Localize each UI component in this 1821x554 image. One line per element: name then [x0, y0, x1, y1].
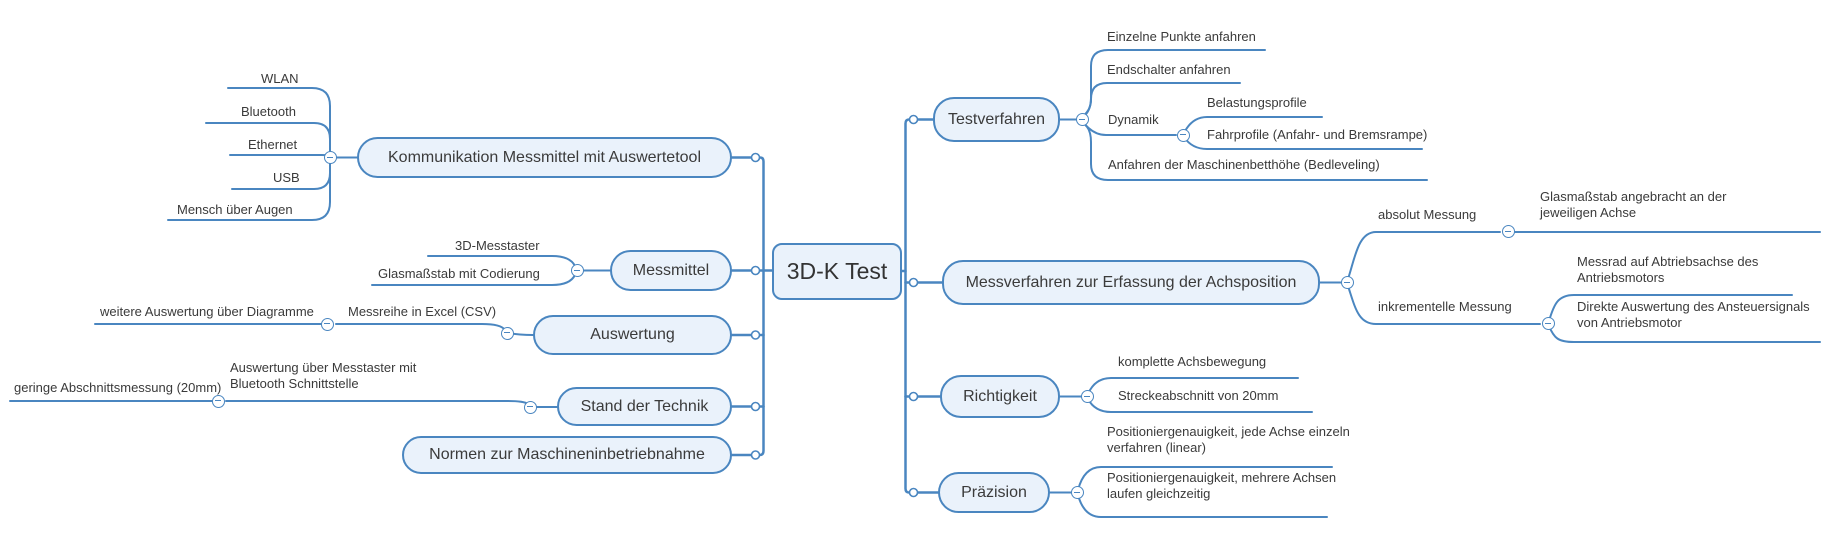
- collapse-icon-messverfahren[interactable]: [1340, 276, 1354, 289]
- subtopic-usb[interactable]: USB: [273, 170, 300, 185]
- topic-kommunikation[interactable]: Kommunikation Messmittel mit Auswertetoo…: [357, 137, 732, 178]
- collapse-icon-dynamik[interactable]: [1176, 128, 1190, 142]
- subtopic-streckeabschnitt[interactable]: Streckeabschnitt von 20mm: [1118, 388, 1279, 403]
- topic-normen[interactable]: Normen zur Maschineninbetriebnahme: [402, 436, 732, 474]
- subtopic-endschalter[interactable]: Endschalter anfahren: [1107, 62, 1231, 77]
- subtopic-glasmassstab-achse[interactable]: Glasmaßstab angebracht an der jeweiligen…: [1540, 189, 1727, 221]
- collapse-icon-auswertung-messtaster[interactable]: [211, 394, 225, 408]
- subtopic-weitere-auswertung[interactable]: weitere Auswertung über Diagramme: [100, 304, 314, 319]
- topic-richtigkeit[interactable]: Richtigkeit: [940, 375, 1060, 418]
- collapse-icon-kommunikation[interactable]: [323, 151, 337, 164]
- subtopic-fahrprofile[interactable]: Fahrprofile (Anfahr- und Bremsrampe): [1207, 127, 1428, 142]
- subtopic-messreihe-excel[interactable]: Messreihe in Excel (CSV): [348, 304, 497, 319]
- subtopic-ethernet[interactable]: Ethernet: [248, 137, 298, 152]
- subtopic-3d-messtaster[interactable]: 3D-Messtaster: [455, 238, 540, 253]
- subtopic-inkrementelle-messung[interactable]: inkrementelle Messung: [1378, 299, 1512, 314]
- collapse-icon-messreihe[interactable]: [320, 317, 334, 331]
- subtopic-auswertung-messtaster[interactable]: Auswertung über Messtaster mit Bluetooth…: [230, 360, 417, 392]
- subtopic-wlan[interactable]: WLAN: [261, 71, 299, 86]
- topic-messmittel[interactable]: Messmittel: [610, 250, 732, 291]
- topic-auswertung[interactable]: Auswertung: [533, 315, 732, 355]
- subtopic-geringe-abschnittsmessung[interactable]: geringe Abschnittsmessung (20mm): [14, 380, 222, 395]
- root-topic[interactable]: 3D-K Test: [772, 243, 902, 300]
- subtopic-komplette-achsbewegung[interactable]: komplette Achsbewegung: [1118, 354, 1267, 369]
- subtopic-einzelne-punkte[interactable]: Einzelne Punkte anfahren: [1107, 29, 1256, 44]
- subtopic-glasmassstab-codierung[interactable]: Glasmaßstab mit Codierung: [378, 266, 540, 281]
- subtopic-anfahren-maschinenbetthoehe[interactable]: Anfahren der Maschinenbetthöhe (Bedlevel…: [1108, 157, 1380, 172]
- subtopic-dynamik[interactable]: Dynamik: [1108, 112, 1159, 127]
- collapse-icon-richtigkeit[interactable]: [1080, 390, 1094, 403]
- collapse-icon-praezision[interactable]: [1070, 486, 1084, 499]
- topic-testverfahren[interactable]: Testverfahren: [933, 97, 1060, 142]
- collapse-icon-messmittel[interactable]: [570, 264, 584, 277]
- subtopic-messrad[interactable]: Messrad auf Abtriebsachse des Antriebsmo…: [1577, 254, 1759, 286]
- subtopic-positioniergenauigkeit-linear[interactable]: Positioniergenauigkeit, jede Achse einze…: [1107, 424, 1350, 456]
- collapse-icon-testverfahren[interactable]: [1075, 113, 1089, 126]
- collapse-icon-auswertung[interactable]: [500, 326, 514, 340]
- subtopic-bluetooth[interactable]: Bluetooth: [241, 104, 296, 119]
- subtopic-absolut-messung[interactable]: absolut Messung: [1378, 207, 1477, 222]
- subtopic-mensch-ueber-augen[interactable]: Mensch über Augen: [177, 202, 293, 217]
- collapse-icon-absolut-messung[interactable]: [1501, 225, 1515, 238]
- subtopic-belastungsprofile[interactable]: Belastungsprofile: [1207, 95, 1307, 110]
- topic-praezision[interactable]: Präzision: [938, 472, 1050, 513]
- collapse-icon-inkrementelle-messung[interactable]: [1541, 317, 1555, 330]
- topic-stand-der-technik[interactable]: Stand der Technik: [557, 387, 732, 426]
- collapse-icon-stand-der-technik[interactable]: [523, 400, 537, 414]
- subtopic-positioniergenauigkeit-gleichzeitig[interactable]: Positioniergenauigkeit, mehrere Achsen l…: [1107, 470, 1337, 502]
- topic-messverfahren[interactable]: Messverfahren zur Erfassung der Achsposi…: [942, 260, 1320, 305]
- subtopic-direkte-auswertung[interactable]: Direkte Auswertung des Ansteuersignals v…: [1577, 299, 1810, 331]
